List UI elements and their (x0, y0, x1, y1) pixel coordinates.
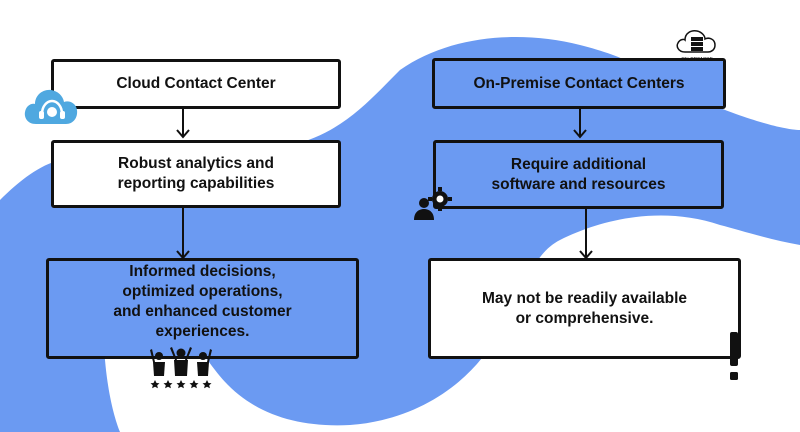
exclamation-icon (730, 332, 738, 380)
arrowhead-left-1 (176, 129, 190, 139)
on-premise-caption: ON-PREMISE (681, 57, 713, 63)
on-premise-contact-centers-box: On-Premise Contact Centers (432, 58, 726, 109)
robust-analytics-box: Robust analytics and reporting capabilit… (51, 140, 341, 208)
user-gear-icon (414, 187, 452, 220)
cloud-server-icon: ON-PREMISE (676, 30, 716, 63)
arrowhead-right-1 (573, 129, 587, 139)
informed-decisions-box: Informed decisions, optimized operations… (46, 258, 359, 359)
cloud-headset-icon (24, 89, 78, 124)
may-not-be-available-box: May not be readily available or comprehe… (428, 258, 741, 359)
require-additional-software-box: Require additional software and resource… (433, 140, 724, 209)
cloud-contact-center-box: Cloud Contact Center (51, 59, 341, 109)
team-cheering-icon (150, 347, 212, 389)
